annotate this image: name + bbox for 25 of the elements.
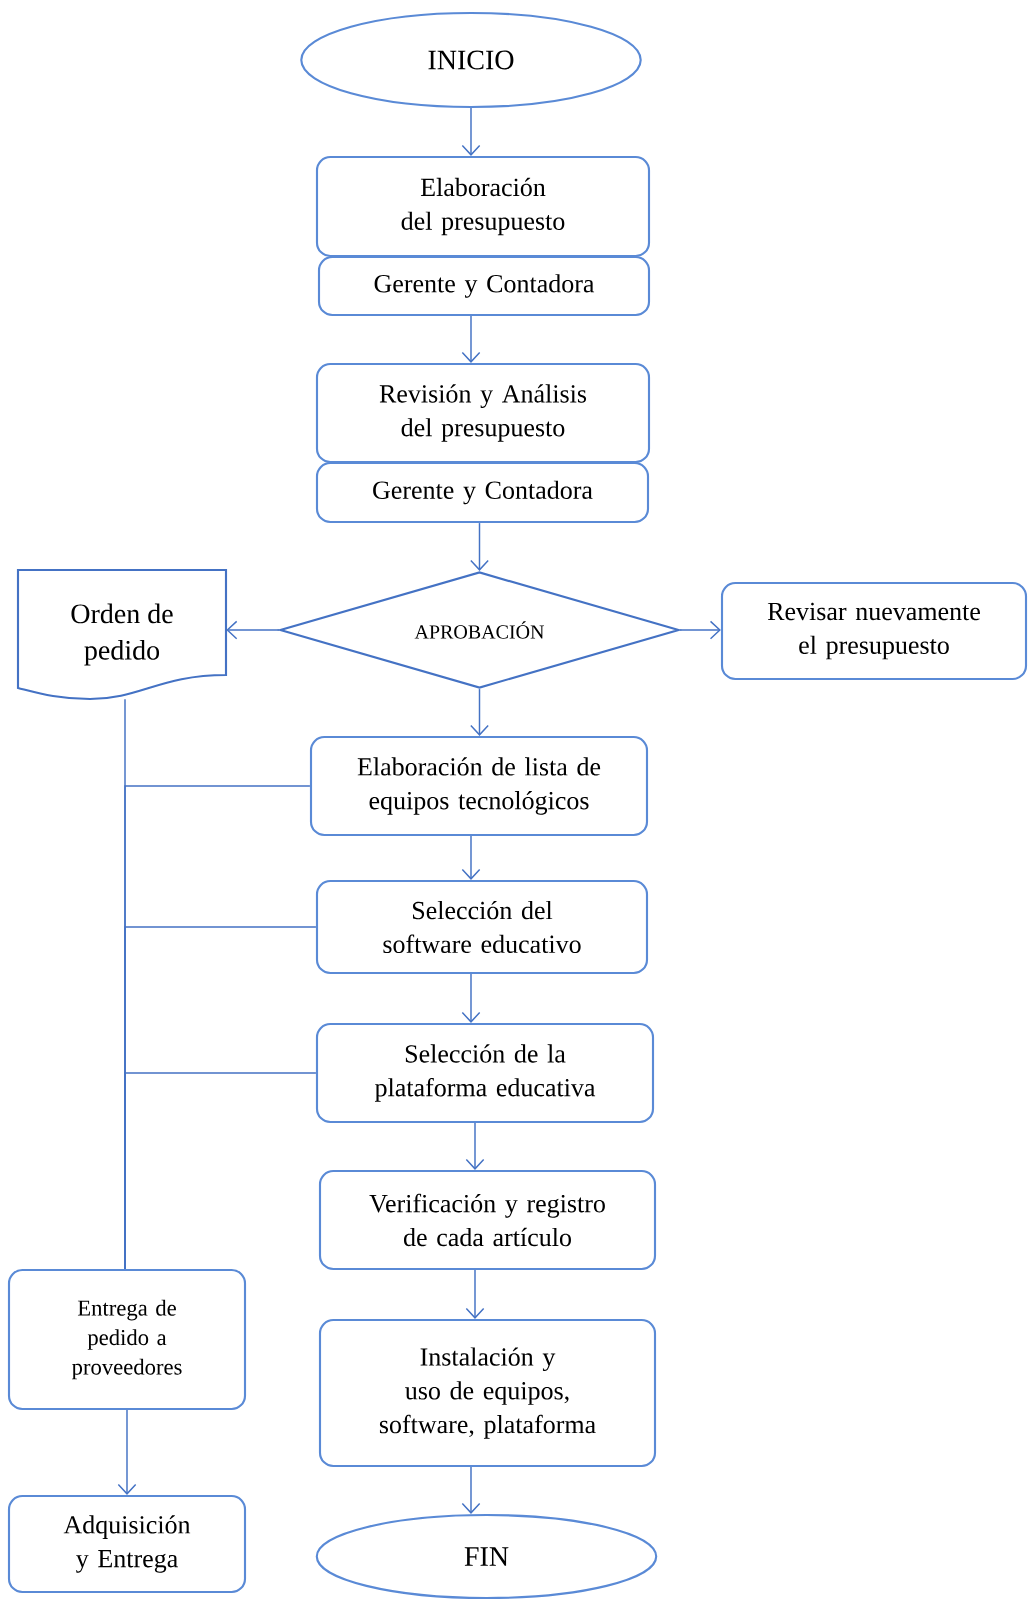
arrow bbox=[461, 835, 481, 880]
process-box: Elaboración de lista de equipos tecnológicos bbox=[309, 735, 649, 837]
arrow bbox=[461, 107, 481, 156]
arrow bbox=[117, 1409, 137, 1495]
process-box: Revisar nuevamente el presupuesto bbox=[720, 581, 1028, 681]
process-box: Entrega de pedido a proveedores bbox=[7, 1268, 247, 1411]
arrow bbox=[461, 315, 481, 363]
process-box: Gerente y Contadora bbox=[315, 461, 650, 524]
process-box: Revisión y Análisis del presupuesto bbox=[315, 362, 651, 464]
arrow bbox=[226, 620, 280, 640]
connector-line bbox=[124, 1072, 317, 1270]
arrow bbox=[679, 620, 721, 640]
process-box: Elaboración del presupuesto bbox=[315, 155, 651, 258]
arrow bbox=[461, 973, 481, 1023]
arrow bbox=[465, 1122, 485, 1170]
arrow bbox=[465, 1269, 485, 1319]
process-box: Gerente y Contadora bbox=[317, 255, 651, 317]
process-box: Verificación y registro de cada artículo bbox=[318, 1169, 657, 1271]
arrow bbox=[470, 522, 489, 571]
process-box: Adquisición y Entrega bbox=[7, 1494, 247, 1594]
process-box: Instalación y uso de equipos, software, plataforma bbox=[318, 1318, 657, 1468]
process-box: Selección del software educativo bbox=[315, 879, 649, 975]
arrow bbox=[470, 688, 489, 736]
process-box: Selección de la plataforma educativa bbox=[315, 1022, 655, 1124]
arrow bbox=[461, 1466, 481, 1514]
